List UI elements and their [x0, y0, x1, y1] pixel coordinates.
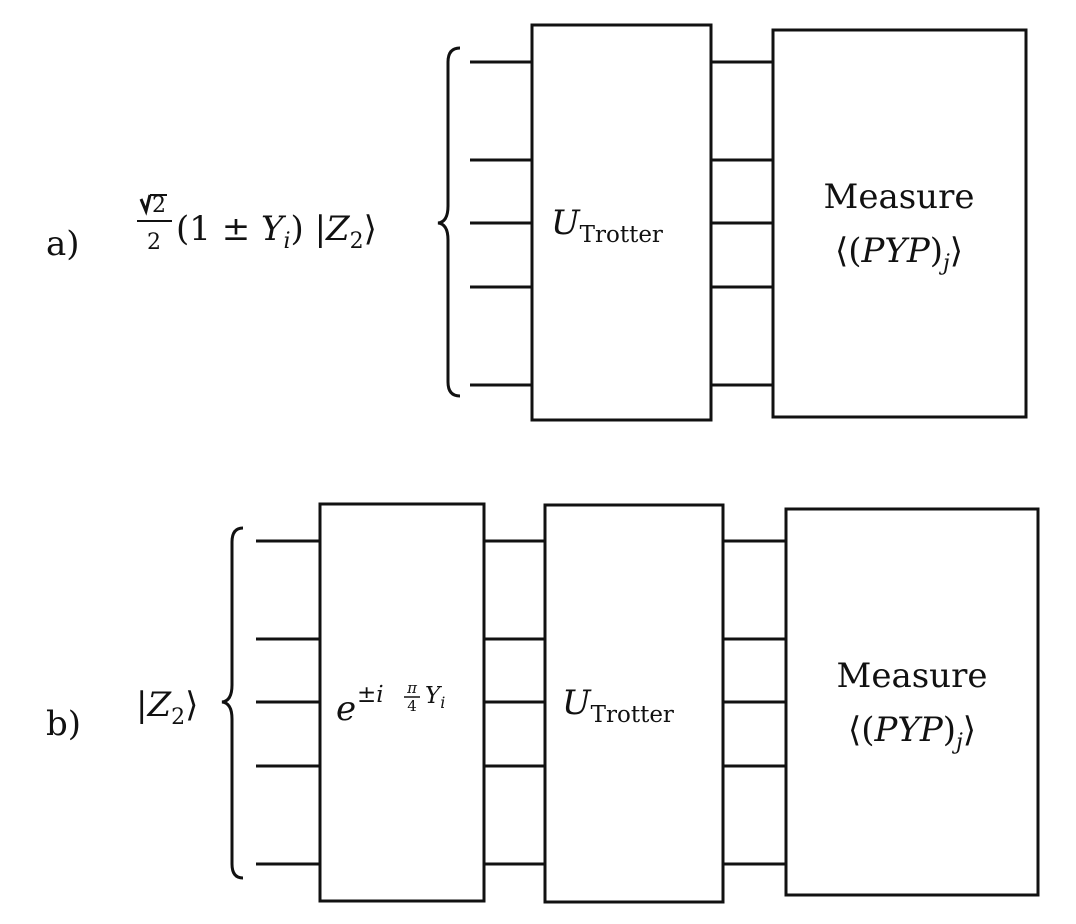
svg-text:π: π	[406, 679, 418, 697]
ket-close: ⟩	[364, 209, 377, 249]
panel-a-trotter-label: UTrotter	[551, 203, 663, 248]
panel-b-measure-label: Measure	[837, 656, 988, 696]
state-z: Z	[325, 209, 351, 249]
panel-a-measure-label: Measure	[824, 177, 975, 217]
svg-text:e: e	[336, 689, 356, 729]
operator-y: Y	[261, 209, 287, 249]
panel-b-input-wires	[256, 539, 320, 866]
svg-text:Yi: Yi	[425, 683, 445, 712]
panel-a-label: a)	[46, 224, 80, 264]
state-middle: ) |	[291, 209, 327, 249]
panel-b-trotter-gate	[543, 503, 725, 904]
svg-text:(1 ± Yi) |Z2⟩: (1 ± Yi) |Z2⟩	[176, 209, 377, 254]
sqrt-argument: 2	[152, 193, 166, 218]
panel-b-middle-wires-1	[484, 539, 545, 866]
panel-a-middle-wires	[711, 60, 773, 387]
state-prefix: (1 ±	[176, 209, 261, 249]
panel-b: b) |Z2⟩ e ±i π 4 Yi	[46, 502, 1040, 904]
svg-text:±i: ±i	[357, 682, 384, 708]
panel-a-measure-observable: ⟨(PYP)j⟩	[835, 231, 963, 276]
panel-b-label: b)	[46, 704, 81, 744]
panel-b-measure-observable: ⟨(PYP)j⟩	[848, 710, 976, 755]
panel-b-rotation-label: e ±i π 4 Yi	[336, 679, 445, 729]
panel-a-input-state: 2 2 (1 ± Yi) |Z2⟩	[137, 193, 377, 255]
panel-b-middle-wires-2	[723, 539, 786, 866]
panel-b-trotter-label: UTrotter	[562, 683, 674, 728]
panel-b-rotation-gate	[318, 502, 486, 903]
sqrt-sign	[139, 194, 152, 216]
panel-a-measure-box	[771, 28, 1028, 419]
fraction-denominator: 2	[147, 230, 161, 255]
svg-text:4: 4	[407, 697, 417, 715]
panel-a: a) 2 2 (1 ± Yi) |Z2⟩ UTrotter	[46, 23, 1028, 422]
panel-a-input-wires	[470, 60, 532, 387]
panel-b-measure-box	[784, 507, 1040, 897]
panel-b-brace	[221, 526, 244, 880]
operator-subscript: i	[283, 229, 290, 254]
state-subscript: 2	[350, 229, 364, 254]
panel-b-input-state: |Z2⟩	[136, 685, 198, 730]
panel-a-brace	[437, 46, 461, 398]
